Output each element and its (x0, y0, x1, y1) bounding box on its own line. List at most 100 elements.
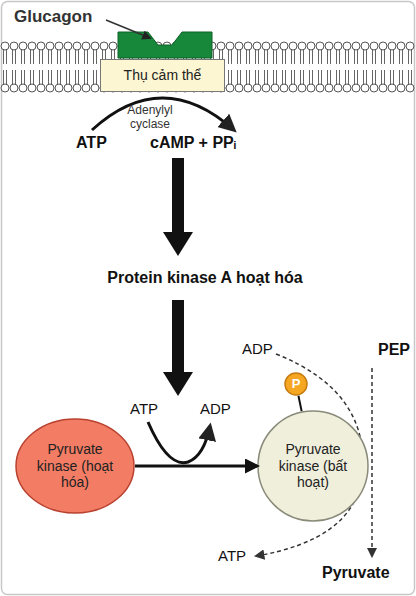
lipid-head (217, 42, 225, 50)
lipid-head (253, 42, 261, 50)
lipid-tail (3, 50, 4, 64)
lipid-tail (276, 50, 277, 64)
lipid-head (19, 84, 27, 92)
lipid-tail (336, 70, 337, 84)
lipid-head (1, 84, 9, 92)
node-shape (16, 419, 134, 513)
lipid-head (406, 42, 414, 50)
lipid-tail (228, 50, 229, 64)
lipid-tail (3, 70, 4, 84)
lipid-tail (348, 70, 349, 84)
lipid-tail (393, 50, 394, 64)
lipid-tail (336, 50, 337, 64)
lipid-tail (291, 50, 292, 64)
lipid-head (28, 84, 36, 92)
lipid-tail (24, 70, 25, 84)
lipid-head (262, 42, 270, 50)
lipid-tail (237, 50, 238, 64)
text-label: ATP (130, 400, 158, 418)
lipid-tail (6, 70, 7, 84)
lipid-tail (231, 50, 232, 64)
lipid-head (316, 42, 324, 50)
lipid-head (298, 84, 306, 92)
lipid-tail (249, 70, 250, 84)
lipid-tail (39, 50, 40, 64)
receptor-binding-site (118, 32, 212, 58)
lipid-tail (393, 70, 394, 84)
lipid-tail (69, 70, 70, 84)
lipid-tail (402, 50, 403, 64)
lipid-head (361, 42, 369, 50)
lipid-tail (303, 50, 304, 64)
lipid-tail (384, 50, 385, 64)
lipid-head (19, 42, 27, 50)
lipid-tail (345, 50, 346, 64)
text-label: Adenylyl cyclase (118, 103, 182, 132)
lipid-tail (354, 70, 355, 84)
lipid-tail (339, 70, 340, 84)
lipid-tail (12, 70, 13, 84)
lipid-tail (15, 50, 16, 64)
lipid-tail (39, 70, 40, 84)
lipid-head (253, 84, 261, 92)
lipid-head (379, 84, 387, 92)
text-label: PEP (378, 340, 410, 359)
lipid-tail (48, 50, 49, 64)
text-label: ATP (218, 547, 246, 565)
lipid-tail (87, 70, 88, 84)
lipid-tail (285, 50, 286, 64)
lipid-tail (345, 70, 346, 84)
lipid-head (55, 42, 63, 50)
lipid-tail (60, 50, 61, 64)
lipid-tail (318, 70, 319, 84)
lipid-tail (291, 70, 292, 84)
lipid-tail (375, 70, 376, 84)
lipid-tail (21, 50, 22, 64)
node-label: P (286, 376, 306, 392)
lipid-tail (282, 50, 283, 64)
lipid-tail (33, 50, 34, 64)
lipid-head (316, 84, 324, 92)
lipid-tail (258, 70, 259, 84)
lipid-head (109, 42, 117, 50)
lipid-head (37, 84, 45, 92)
lipid-tail (273, 70, 274, 84)
lipid-tail (411, 50, 412, 64)
lipid-head (379, 42, 387, 50)
lipid-tail (348, 50, 349, 64)
lipid-head (343, 84, 351, 92)
lipid-tail (93, 50, 94, 64)
lipid-tail (51, 50, 52, 64)
text-label: ATP (76, 133, 107, 152)
lipid-tail (87, 50, 88, 64)
lipid-head (91, 84, 99, 92)
lipid-tail (258, 50, 259, 64)
lipid-tail (255, 70, 256, 84)
lipid-tail (84, 70, 85, 84)
lipid-tail (228, 70, 229, 84)
lipid-tail (363, 50, 364, 64)
lipid-head (325, 84, 333, 92)
big-arrow (163, 300, 193, 396)
lipid-head (64, 84, 72, 92)
lipid-tail (372, 70, 373, 84)
text-label: cAMP + PPᵢ (150, 133, 236, 152)
lipid-tail (21, 70, 22, 84)
lipid-tail (381, 50, 382, 64)
lipid-head (10, 84, 18, 92)
lipid-head (244, 42, 252, 50)
connector (298, 396, 301, 411)
lipid-tail (411, 70, 412, 84)
node-shape (285, 373, 307, 395)
lipid-tail (96, 70, 97, 84)
node-text-group: Thụ cảm thể (103, 67, 223, 84)
lipid-tail (366, 50, 367, 64)
lipid-head (334, 42, 342, 50)
node-label: Pyruvate kinase (hoạt hóa) (33, 441, 117, 491)
lipid-head (262, 84, 270, 92)
lipid-head (370, 84, 378, 92)
lipid-tail (294, 70, 295, 84)
lipid-tail (276, 70, 277, 84)
